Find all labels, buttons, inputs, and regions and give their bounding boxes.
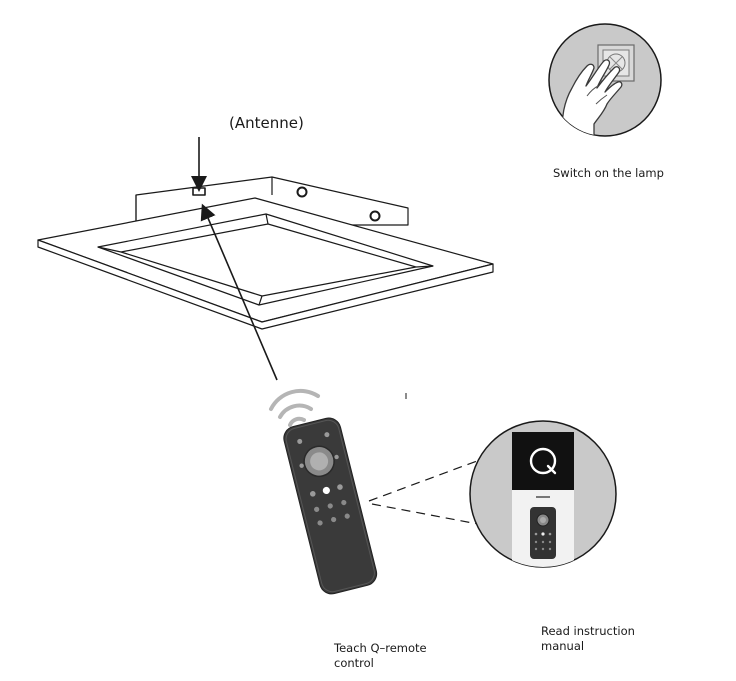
q-remote-control-icon [269,388,378,595]
antenna-box [192,187,206,196]
antenna-label: (Antenne) [229,114,304,132]
screw-1 [296,186,308,198]
dashed-view-lines [368,460,479,525]
hand-switch-icon [548,23,662,137]
screw-2 [369,210,381,222]
teach-remote-label: Teach Q–remote control [334,641,427,671]
teach-remote-label-line1: Teach Q–remote [334,641,427,655]
wireless-signal-icon [269,388,320,427]
read-manual-label-line2: manual [541,639,585,653]
read-manual-label: Read instruction manual [541,624,635,654]
panel-edge [37,239,494,330]
switch-on-lamp-label: Switch on the lamp [553,166,664,180]
read-manual-label-line1: Read instruction [541,624,635,638]
instruction-manual-icon: Q [469,420,617,568]
remote-to-antenna-arrow [200,203,278,381]
teach-remote-label-line2: control [334,656,374,670]
lamp-panel-illustration [37,176,494,330]
